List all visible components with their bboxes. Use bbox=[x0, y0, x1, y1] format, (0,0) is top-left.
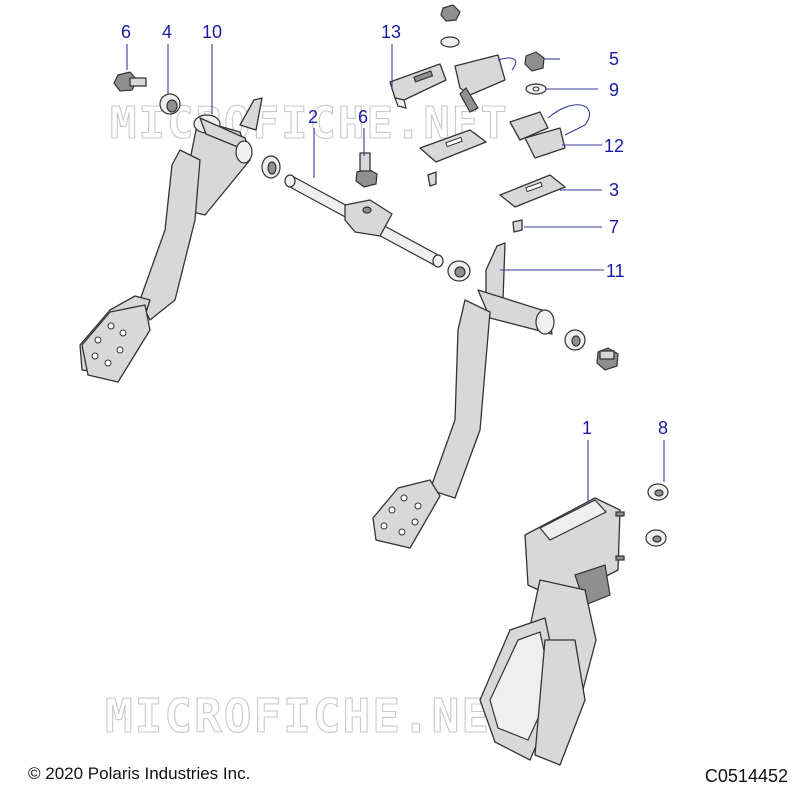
switch-12 bbox=[509, 104, 591, 159]
callout-1: 1 bbox=[582, 418, 592, 438]
washer-9 bbox=[525, 83, 547, 95]
callout-5: 5 bbox=[609, 49, 619, 69]
center-pedal bbox=[372, 242, 555, 549]
callout-4: 4 bbox=[162, 22, 172, 42]
callout-3: 3 bbox=[609, 180, 619, 200]
brake-pedal bbox=[79, 97, 263, 383]
bolt-5 bbox=[524, 51, 545, 72]
switch-bracket-13 bbox=[389, 63, 447, 109]
mount-plate-left bbox=[419, 129, 487, 187]
leader-lines bbox=[126, 44, 665, 503]
washer-bolt-right bbox=[564, 329, 619, 371]
callout-10: 10 bbox=[202, 22, 222, 42]
callout-7: 7 bbox=[609, 217, 619, 237]
callout-8: 8 bbox=[658, 418, 668, 438]
bushing-right bbox=[447, 260, 471, 282]
bolt-top bbox=[440, 4, 461, 48]
mount-plate-3 bbox=[499, 174, 566, 208]
diagram-code: C0514452 bbox=[704, 766, 788, 786]
callout-2: 2 bbox=[308, 107, 318, 127]
bolt-6-center bbox=[355, 152, 378, 188]
callout-12: 12 bbox=[604, 136, 624, 156]
switch-13 bbox=[454, 54, 517, 113]
bushing-4 bbox=[159, 93, 181, 115]
throttle-pedal-1 bbox=[479, 497, 625, 766]
bolt-6-left bbox=[113, 71, 147, 92]
bushing-left bbox=[261, 155, 281, 179]
callout-9: 9 bbox=[609, 80, 619, 100]
screw-7 bbox=[512, 219, 523, 233]
copyright-text: © 2020 Polaris Industries Inc. bbox=[28, 764, 251, 783]
callout-6-left: 6 bbox=[121, 22, 131, 42]
callout-13: 13 bbox=[381, 22, 401, 42]
grommet-8a bbox=[647, 483, 669, 501]
callout-11: 11 bbox=[606, 261, 625, 281]
grommet-8b bbox=[645, 529, 667, 547]
watermark-bottom: MICROFICHE.NET bbox=[105, 689, 521, 743]
pivot-shaft bbox=[284, 174, 444, 268]
callout-6-center: 6 bbox=[358, 107, 368, 127]
